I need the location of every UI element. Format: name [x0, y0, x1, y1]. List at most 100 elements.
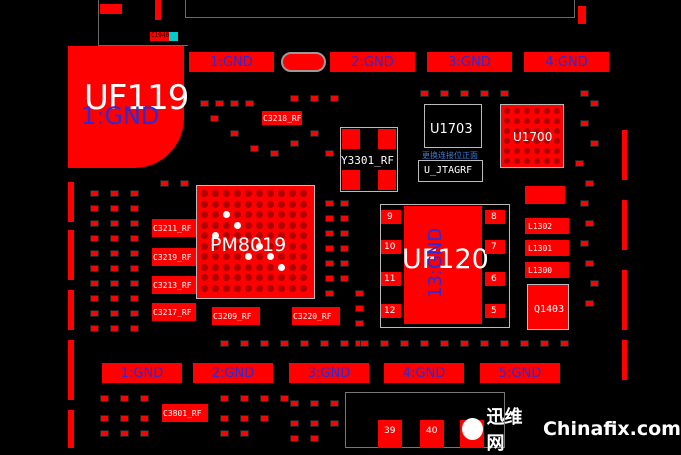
- right-edge-part: [622, 200, 627, 250]
- ball: [300, 263, 307, 271]
- pad: [280, 395, 289, 402]
- bottom-gnd-bar: 2:GND: [193, 363, 273, 383]
- ball: [201, 190, 208, 197]
- pad: [575, 160, 584, 167]
- pad: [130, 325, 139, 332]
- pad: [280, 340, 289, 347]
- pad: [100, 430, 109, 437]
- y3301-pad: [342, 129, 360, 149]
- uf120-pin: [485, 272, 505, 286]
- ball: [289, 263, 296, 271]
- u1700-chip: [500, 104, 564, 168]
- ball: [256, 190, 263, 197]
- pad: [590, 100, 599, 107]
- ball: [223, 221, 230, 229]
- ball: [544, 108, 550, 114]
- ball: [504, 108, 510, 114]
- uf120-pin-number: 10: [384, 242, 396, 252]
- ball: [256, 221, 263, 229]
- ball: [554, 138, 560, 144]
- uf119-shield: [68, 46, 184, 168]
- pad: [130, 190, 139, 197]
- ball: [234, 263, 241, 271]
- ball: [245, 232, 252, 239]
- pad: [325, 230, 334, 237]
- pad: [325, 215, 334, 222]
- pad: [260, 395, 269, 402]
- ball: [234, 200, 241, 208]
- bottom-pin-number: 40: [426, 426, 438, 436]
- right-edge-part: [622, 130, 627, 180]
- uf120-pin-number: 5: [491, 306, 497, 316]
- ball: [256, 253, 263, 260]
- right-part: [525, 186, 565, 204]
- pad: [460, 340, 469, 347]
- ball: [504, 128, 510, 134]
- c3218-label: C3218_RF: [263, 114, 302, 123]
- ball: [278, 232, 285, 239]
- ball: [212, 232, 219, 239]
- pad: [90, 325, 99, 332]
- ball: [201, 284, 208, 292]
- ball: [256, 263, 263, 271]
- pad: [585, 220, 594, 227]
- pad: [100, 395, 109, 402]
- pad: [200, 100, 209, 107]
- uf120-pin: [485, 240, 505, 254]
- q1403-chip: [527, 284, 569, 330]
- ball: [245, 190, 252, 197]
- ball: [234, 232, 241, 239]
- ball: [554, 108, 560, 114]
- top-gnd-bar: 1:GND: [189, 52, 274, 72]
- top-right-part: [578, 6, 586, 24]
- pad: [90, 235, 99, 242]
- pad: [240, 415, 249, 422]
- ball: [245, 242, 252, 250]
- pad: [290, 435, 299, 442]
- right-edge-part: [622, 340, 627, 380]
- u1700-label: U1700: [513, 130, 553, 144]
- uf120-pin: [381, 240, 401, 254]
- pad: [240, 395, 249, 402]
- ball: [278, 211, 285, 218]
- pad: [585, 260, 594, 267]
- ball: [278, 253, 285, 260]
- uf120-pin: [381, 210, 401, 224]
- pad: [110, 205, 119, 212]
- bottom-gnd-bar: 3:GND: [289, 363, 369, 383]
- pad: [130, 235, 139, 242]
- ball: [256, 200, 263, 208]
- u-jtag-label: U_JTAGRF: [424, 165, 473, 176]
- pad: [420, 90, 429, 97]
- pad: [290, 95, 299, 102]
- ball: [300, 242, 307, 250]
- uf120-label: UF120: [402, 244, 489, 275]
- y3301-pad: [378, 129, 396, 149]
- pad: [290, 420, 299, 427]
- ball: [245, 263, 252, 271]
- l1302-part: [525, 218, 569, 234]
- ball: [300, 211, 307, 218]
- cyan-part: [169, 32, 178, 41]
- ball: [245, 274, 252, 281]
- bottom-pad: [420, 420, 444, 448]
- pad: [325, 200, 334, 207]
- pad: [380, 340, 389, 347]
- ball: [300, 190, 307, 197]
- pad: [220, 430, 229, 437]
- c3213-part: [152, 276, 196, 294]
- pad: [580, 90, 589, 97]
- ball: [289, 274, 296, 281]
- pad: [580, 200, 589, 207]
- ball: [524, 148, 530, 154]
- pad: [140, 395, 149, 402]
- bottom-gnd-bar: 5:GND: [480, 363, 560, 383]
- ball: [201, 274, 208, 281]
- ball: [212, 274, 219, 281]
- ball: [267, 200, 274, 208]
- ball: [267, 221, 274, 229]
- pad: [590, 280, 599, 287]
- uf120-body: [404, 206, 482, 324]
- pad: [310, 400, 319, 407]
- ball: [256, 232, 263, 239]
